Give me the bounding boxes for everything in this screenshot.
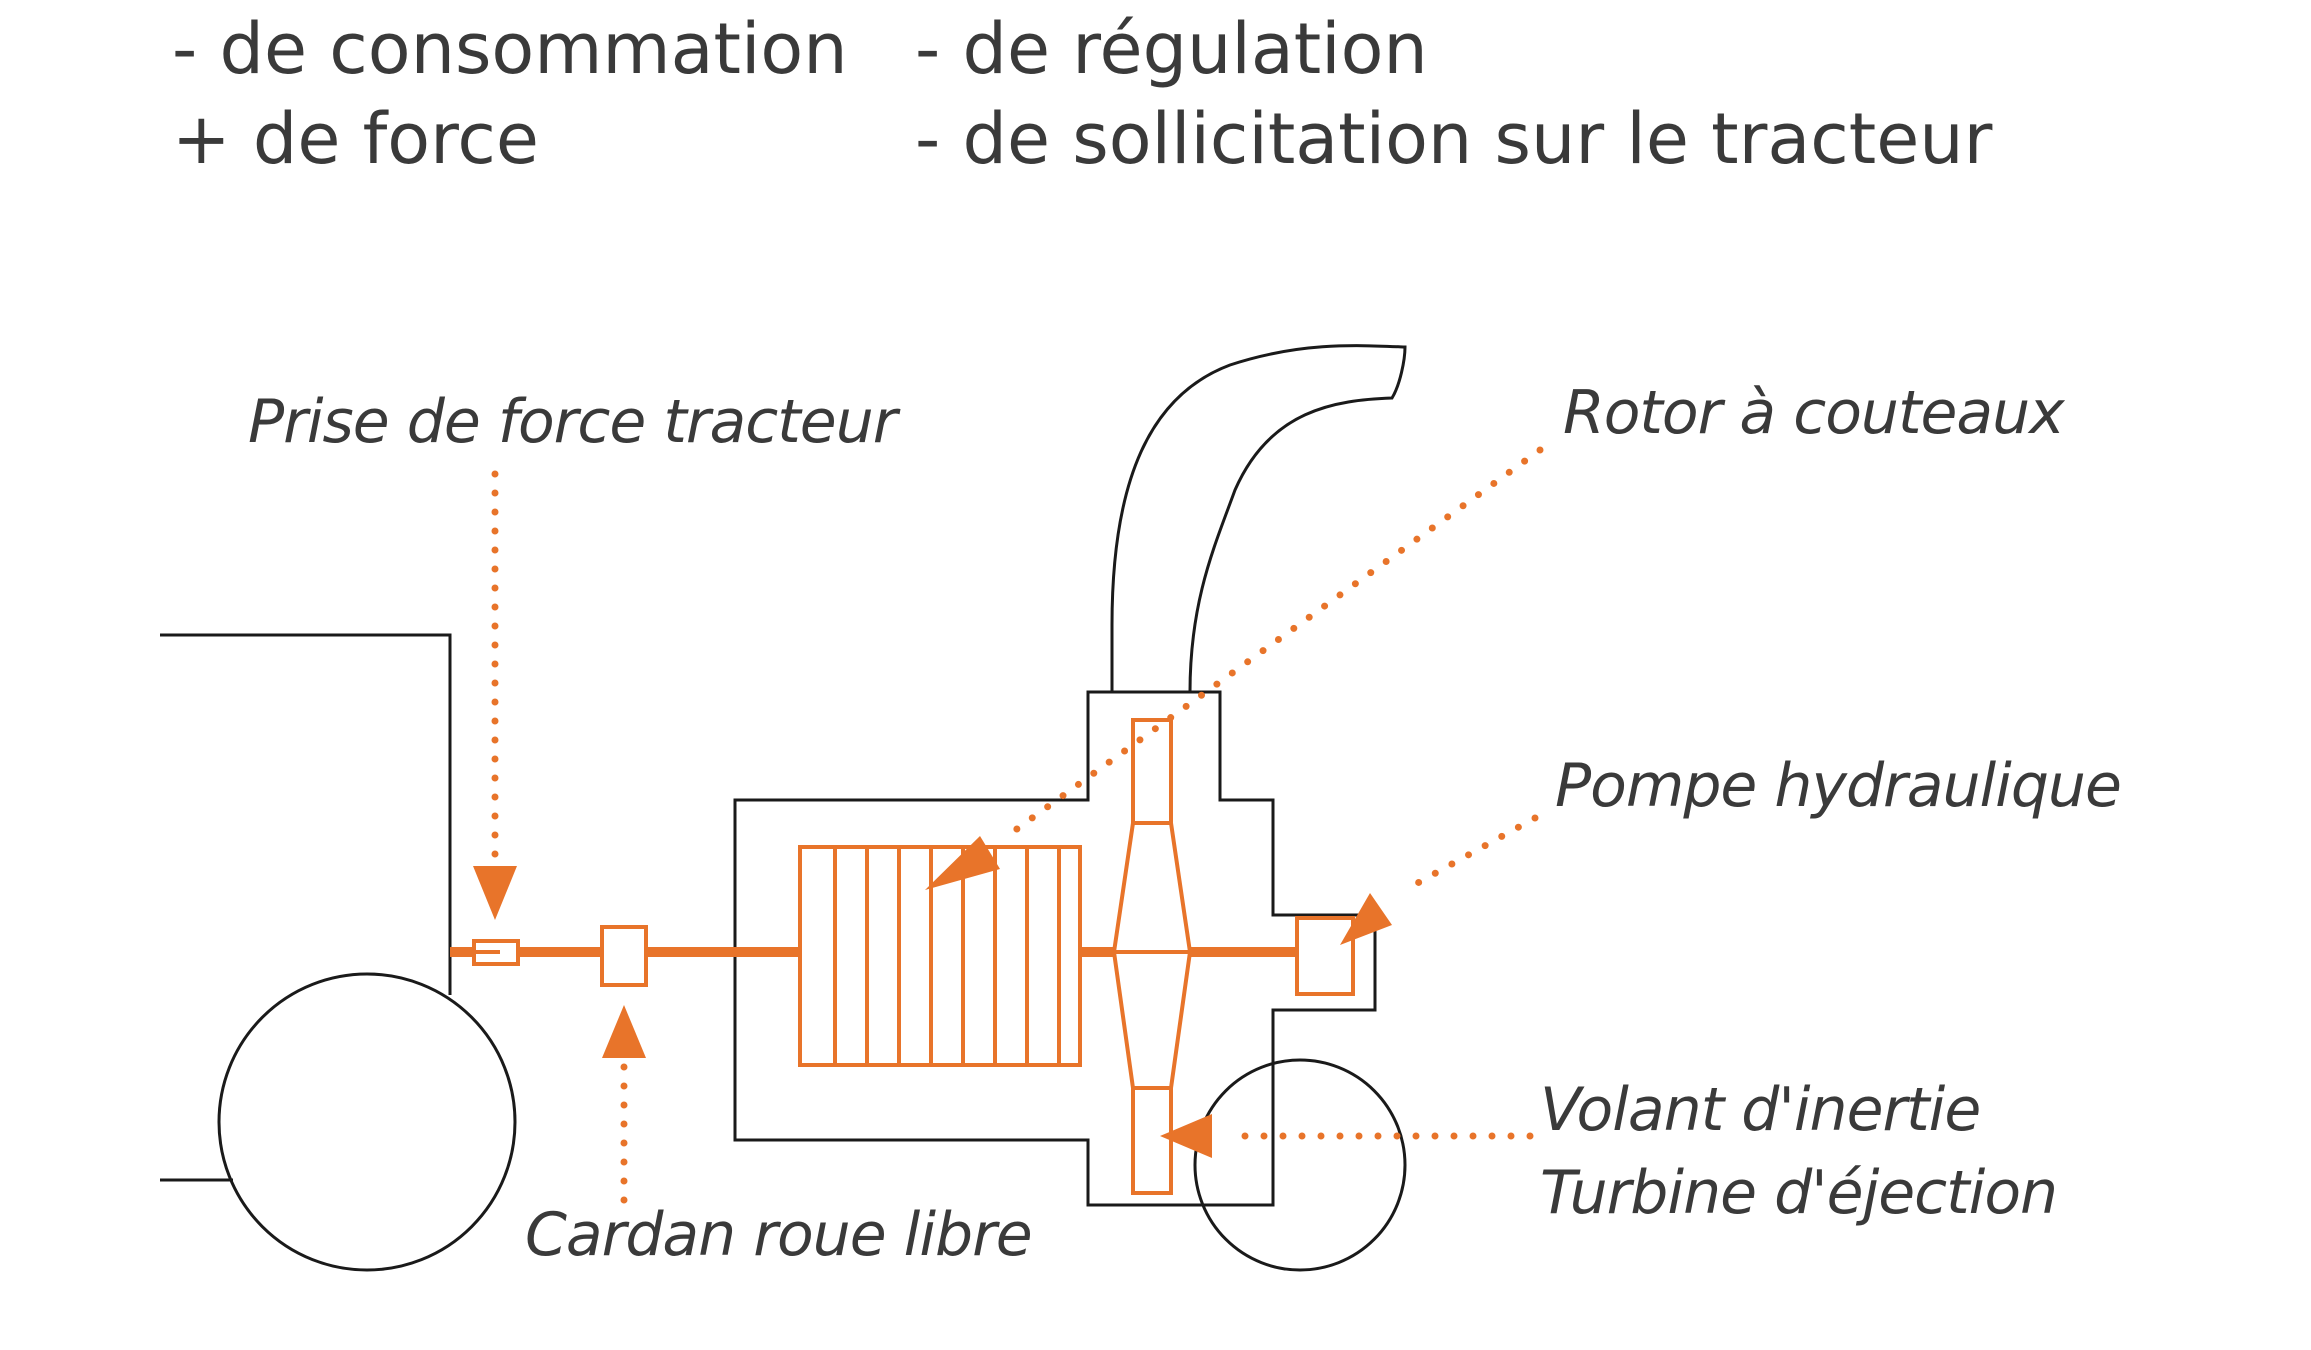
flywheel-disc — [1111, 821, 1193, 1090]
rotor-blades — [833, 847, 1061, 1065]
arrow-pto — [473, 866, 517, 920]
label-rotor: Rotor à couteaux — [1563, 378, 2065, 448]
arrow-cardan — [602, 1005, 646, 1058]
label-pump: Pompe hydraulique — [1555, 751, 2122, 821]
header-right-line2: - de sollicitation sur le tracteur — [915, 98, 1993, 180]
label-turbine: Turbine d'éjection — [1540, 1158, 2058, 1228]
flywheel-bottom-block — [1131, 1086, 1173, 1195]
leader-pump — [1401, 814, 1539, 894]
tractor-wheel — [217, 972, 517, 1272]
arrow-rotor — [925, 836, 1000, 890]
header-left-line2: + de force — [172, 98, 539, 180]
tractor-body — [160, 633, 452, 995]
header-right-line1: - de régulation — [915, 8, 1428, 90]
header-left-line1: - de consommation — [172, 8, 848, 90]
label-cardan: Cardan roue libre — [525, 1200, 1033, 1270]
hydraulic-pump — [1295, 916, 1355, 996]
label-pto: Prise de force tracteur — [248, 387, 897, 457]
discharge-chute — [1110, 344, 1407, 693]
flywheel-top-block — [1131, 718, 1173, 825]
arrow-pump — [1340, 893, 1392, 945]
arrow-flywheel — [1160, 1114, 1212, 1158]
machine-wheel — [1193, 1058, 1407, 1272]
label-flywheel: Volant d'inertie — [1540, 1075, 1981, 1145]
freewheel-cardan-box — [600, 925, 648, 987]
